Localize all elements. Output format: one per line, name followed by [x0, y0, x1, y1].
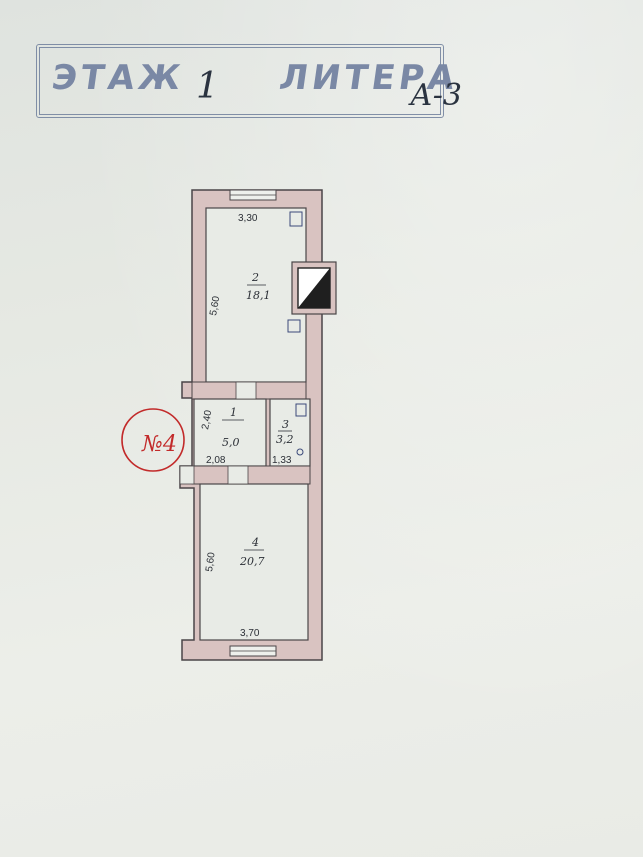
- dim-room2-width: 3,30: [238, 213, 258, 224]
- room-4-area: 20,7: [239, 555, 265, 568]
- room-3-number: 3: [282, 418, 289, 431]
- room-4-number: 4: [251, 536, 259, 549]
- room-3-floor: [269, 398, 311, 467]
- doorway-entrance: [179, 465, 195, 485]
- drain-symbol: [296, 448, 304, 456]
- room-2-area: 18,1: [246, 289, 271, 302]
- toilet-symbol: [295, 403, 307, 417]
- stove-block: [291, 261, 337, 315]
- apartment-circle: [121, 408, 185, 472]
- room-1-area: 5,0: [222, 436, 240, 449]
- dim-room2-length: 5,60: [208, 295, 222, 317]
- apartment-number: №4: [142, 432, 177, 457]
- window-top: [229, 189, 277, 201]
- dim-room4-length: 5,60: [204, 551, 218, 572]
- radiator-symbol: [289, 211, 303, 227]
- dim-room1-length: 2,40: [200, 409, 214, 431]
- window-bottom: [229, 645, 277, 657]
- room-2-floor: [205, 207, 307, 383]
- sink-symbol: [287, 319, 301, 333]
- floor-stamp-frame: [36, 44, 444, 118]
- doorway-room4: [227, 465, 249, 485]
- floor-number: 1: [196, 66, 219, 107]
- dim-room1-width: 2,08: [206, 455, 226, 466]
- litera-value: А-3: [410, 78, 462, 113]
- dim-room4-width: 3,70: [240, 628, 260, 639]
- room-4-floor: [199, 483, 309, 641]
- dim-room3-width: 1,33: [272, 455, 292, 466]
- room-1-number: 1: [230, 406, 237, 419]
- room-1-floor: [193, 398, 267, 467]
- room-2-number: 2: [251, 271, 259, 284]
- doorway-room2: [235, 381, 257, 400]
- partition-lower: [191, 465, 311, 485]
- room-3-area: 3,2: [276, 433, 294, 446]
